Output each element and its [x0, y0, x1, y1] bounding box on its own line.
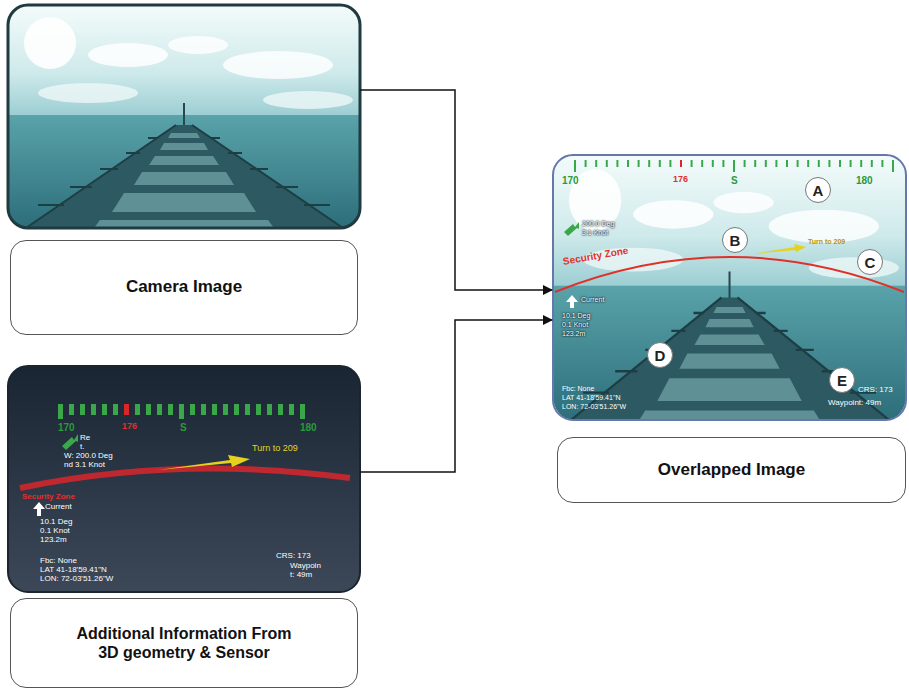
overlay-text: Current	[45, 503, 72, 512]
image-panel-group: Overlapped Image A B C D E	[553, 155, 906, 505]
caption-text: Additional Information From 3D geometry …	[68, 624, 300, 662]
overlay-text: LON: 72-03'51.26"W	[562, 403, 626, 411]
overlay-text: CRS: 173	[858, 386, 893, 395]
overlay-text: 176	[673, 175, 688, 185]
callout-letter: E	[837, 372, 847, 389]
caption-text: Camera Image	[126, 277, 242, 297]
caption-box: Overlapped Image	[557, 437, 906, 503]
overlay-text: CRS: 173	[276, 552, 311, 561]
overlay-text: 3.1 Knot	[582, 229, 608, 237]
overlay-text: 0.1 Knot	[562, 321, 588, 329]
overlay-text: 170	[562, 175, 579, 186]
overlay-text: Turn to 209	[252, 444, 298, 454]
flow-arrow	[360, 320, 552, 472]
caption-box: Additional Information From 3D geometry …	[10, 598, 358, 688]
callout-letter: B	[730, 232, 741, 249]
callout-circle: E	[829, 367, 855, 393]
overlay-text: LAT 41-18'59.41"N	[40, 566, 107, 575]
overlay-text: Fbc: None	[562, 385, 594, 393]
overlay-text: LON: 72-03'51.26"W	[40, 575, 113, 584]
overlay-text: Fbc: None	[40, 557, 77, 566]
overlay-text: 200.0 Deg	[582, 220, 614, 228]
overlay-text: Current	[581, 296, 604, 304]
overlay-text: S	[180, 422, 187, 433]
overlay-text: t.	[80, 443, 84, 452]
overlay-text: 180	[856, 175, 873, 186]
callout-circle: A	[805, 177, 831, 203]
flow-arrow	[360, 90, 552, 290]
overlay-text: Security Zone	[22, 493, 75, 502]
overlay-text: 123.2m	[40, 536, 67, 545]
callout-circle: B	[722, 227, 748, 253]
callout-circle: C	[857, 249, 883, 275]
overlay-text: S	[731, 175, 738, 186]
overlay-text: 180	[300, 422, 317, 433]
callout-letter: A	[813, 182, 824, 199]
caption-text: Overlapped Image	[658, 460, 805, 480]
overlay-text: 10.1 Deg	[40, 518, 72, 527]
image-panel-group: Camera Image	[8, 5, 360, 337]
caption-box: Camera Image	[10, 240, 358, 335]
overlay-text: W: 200.0 Deg	[64, 452, 113, 461]
overlay-text: 170	[58, 422, 75, 433]
overlay-text: t: 49m	[290, 571, 312, 580]
overlay-text: 123.2m	[562, 330, 585, 338]
overlay-text: 0.1 Knot	[40, 527, 70, 536]
callout-circle: D	[647, 342, 673, 368]
overlay-text: Waypoint: 49m	[828, 399, 881, 408]
callout-letter: D	[655, 347, 666, 364]
overlay-text: LAT 41-18'59.41"N	[562, 394, 620, 402]
overlay-text: 10.1 Deg	[562, 312, 590, 320]
overlay-text: nd 3.1 Knot	[64, 461, 105, 470]
overlay-text: Turn to 209	[808, 238, 845, 246]
overlay-text: Re	[80, 434, 90, 443]
overlay-text: 176	[122, 422, 137, 432]
overlay-text: Waypoin	[290, 562, 321, 571]
callout-letter: C	[865, 254, 876, 271]
